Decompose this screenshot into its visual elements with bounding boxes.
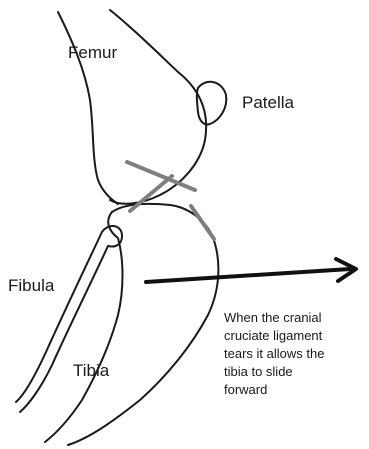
caption-line: When the cranial bbox=[224, 309, 369, 327]
cruciate-ligaments bbox=[127, 162, 214, 239]
femur-label: Femur bbox=[68, 43, 117, 63]
caption-line: tears it allows the bbox=[224, 345, 369, 363]
caudal-cruciate-ligament bbox=[130, 176, 172, 211]
fibula-head bbox=[102, 226, 122, 246]
tibia-plateau bbox=[112, 204, 212, 235]
tibia-label: Tibia bbox=[73, 361, 109, 381]
caption-line: cruciate ligament bbox=[224, 327, 369, 345]
femur-bone bbox=[58, 10, 206, 204]
fibula-shaft-front bbox=[20, 246, 108, 412]
tibia-front-edge bbox=[68, 235, 218, 445]
patella-label: Patella bbox=[242, 93, 294, 113]
ligament-tear-caption: When the cranial cruciate ligament tears… bbox=[224, 309, 369, 399]
fibula-bone bbox=[16, 226, 122, 412]
arrow-shaft bbox=[146, 269, 350, 282]
torn-ligament-fragment bbox=[191, 206, 214, 239]
caption-line: forward bbox=[224, 381, 369, 399]
fibula-label: Fibula bbox=[8, 276, 54, 296]
caption-line: tibia to slide bbox=[224, 363, 369, 381]
femur-back-edge bbox=[58, 12, 118, 204]
forward-arrow bbox=[146, 259, 356, 282]
